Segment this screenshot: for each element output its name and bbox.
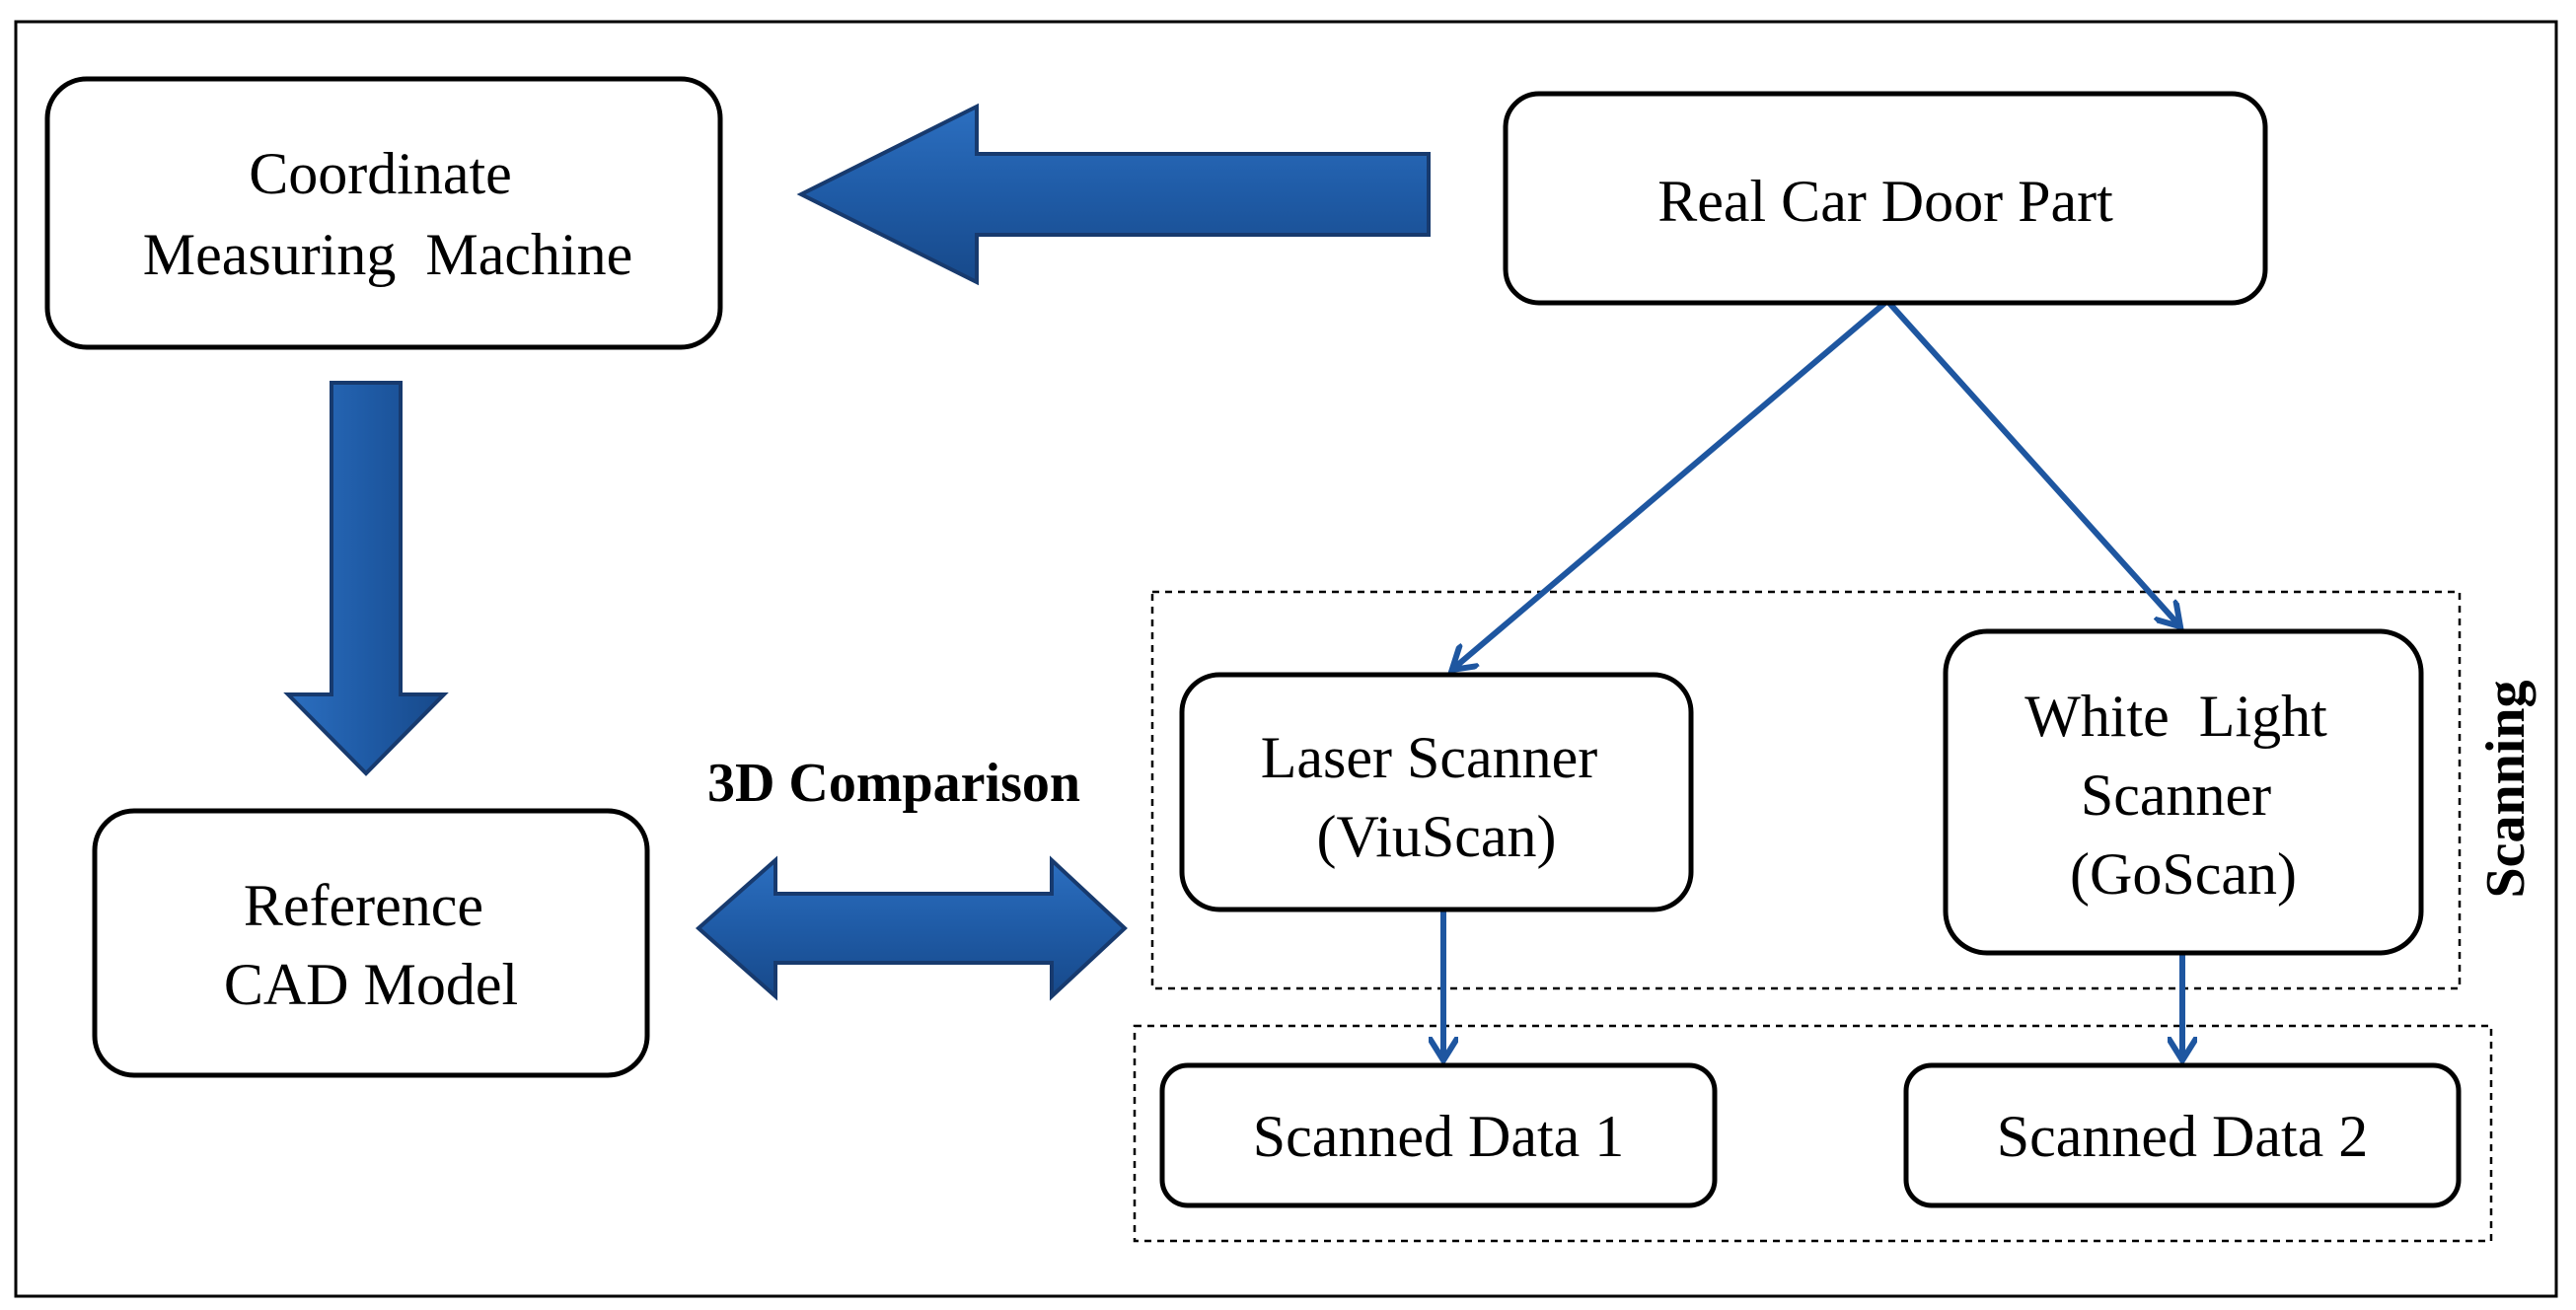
connector-door-to-laser bbox=[1454, 298, 1889, 668]
outer-frame bbox=[14, 20, 2558, 1298]
scanned-data-group-frame bbox=[1133, 1024, 2493, 1243]
laser-scanner-label: Laser Scanner (ViuScan) bbox=[1261, 725, 1612, 869]
white-light-scanner-label-line-3: (GoScan) bbox=[2070, 841, 2297, 907]
car-door-label: Real Car Door Part bbox=[1657, 169, 2113, 234]
car-door-box bbox=[1503, 91, 2268, 306]
cmm-box bbox=[44, 76, 723, 350]
scanning-group-frame bbox=[1150, 590, 2462, 990]
comparison-caption: 3D Comparison bbox=[707, 753, 1080, 814]
scanned-data-2-box bbox=[1903, 1062, 2462, 1208]
scanned-data-2-label-line-1: Scanned Data 2 bbox=[1997, 1104, 2369, 1169]
arrow-3d-comparison bbox=[695, 855, 1128, 1001]
scanned-data-1-label: Scanned Data 1 bbox=[1253, 1104, 1625, 1169]
cmm-label-line-1: Coordinate bbox=[249, 141, 512, 206]
white-light-scanner-label: White Light Scanner (GoScan) bbox=[2024, 684, 2342, 907]
connector-door-to-whitelight bbox=[1884, 298, 2178, 624]
scanned-data-1-box bbox=[1159, 1062, 1718, 1208]
cad-model-label-line-1: Reference bbox=[244, 873, 483, 938]
cad-model-label: Reference CAD Model bbox=[224, 873, 518, 1017]
arrow-to-cmm bbox=[796, 103, 1431, 286]
laser-scanner-label-line-1: Laser Scanner bbox=[1261, 725, 1598, 790]
cmm-label-line-2: Measuring Machine bbox=[143, 222, 633, 287]
white-light-scanner-box bbox=[1943, 628, 2424, 956]
cmm-label: Coordinate Measuring Machine bbox=[143, 141, 633, 287]
scanning-caption: Scanning bbox=[2475, 681, 2537, 899]
cad-model-box bbox=[92, 808, 650, 1078]
laser-scanner-label-line-2: (ViuScan) bbox=[1317, 804, 1557, 869]
car-door-label-line-1: Real Car Door Part bbox=[1657, 169, 2113, 234]
laser-scanner-box bbox=[1179, 672, 1694, 912]
scanned-data-1-label-line-1: Scanned Data 1 bbox=[1253, 1104, 1625, 1169]
white-light-scanner-label-line-1: White Light bbox=[2024, 684, 2327, 749]
white-light-scanner-label-line-2: Scanner bbox=[2081, 763, 2271, 828]
cad-model-label-line-2: CAD Model bbox=[224, 952, 518, 1017]
arrow-cmm-to-cad bbox=[283, 381, 449, 776]
scanned-data-2-label: Scanned Data 2 bbox=[1997, 1104, 2369, 1169]
